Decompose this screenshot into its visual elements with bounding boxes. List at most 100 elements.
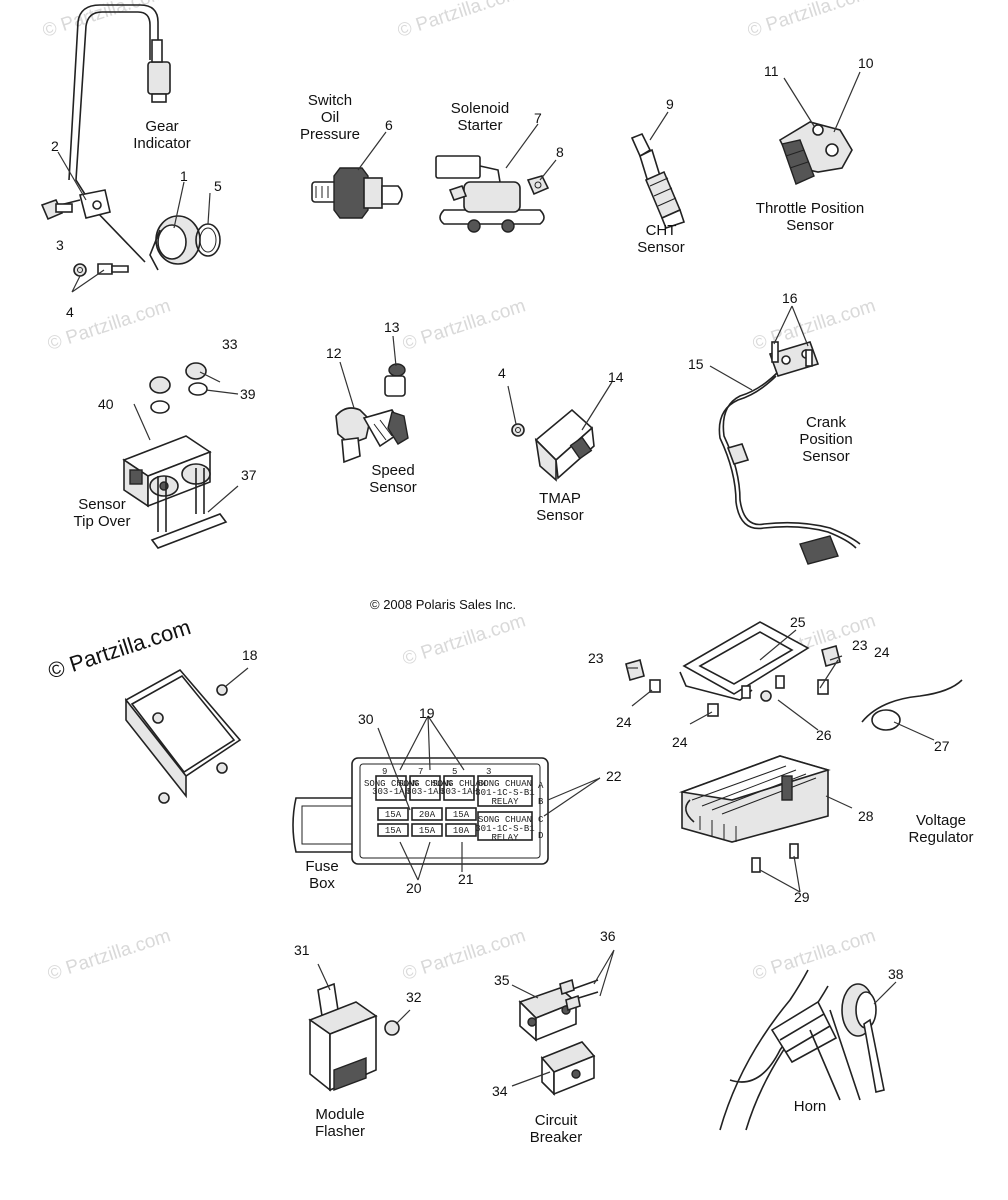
fusebox-row-letter: A (538, 781, 544, 791)
callout-30: 30 (358, 711, 374, 727)
label-speed-sensor: Speed Sensor (369, 462, 417, 496)
callout-10: 10 (858, 55, 874, 71)
callout-6: 6 (385, 117, 393, 133)
relay-text: 303-1AH (440, 787, 478, 797)
voltage-regulator-bracket-part (625, 621, 963, 731)
leader-lines (57, 71, 935, 1087)
relay-text: 303-1AH (372, 787, 410, 797)
callout-12: 12 (326, 345, 342, 361)
callout-1: 1 (180, 168, 188, 184)
relay-text: SONG CHUAN (432, 779, 486, 789)
callout-15: 15 (688, 356, 704, 372)
label-solenoid-starter: Solenoid Starter (450, 100, 510, 134)
callout-16: 16 (782, 290, 798, 306)
fusebox-column-number: 3 (486, 767, 491, 777)
cht-sensor-part (630, 132, 686, 229)
callout-36: 36 (600, 928, 616, 944)
label-module-flasher: Module Flasher (314, 1106, 366, 1140)
callout-4: 4 (498, 365, 506, 381)
callout-14: 14 (608, 369, 624, 385)
callout-23: 23 (852, 637, 868, 653)
callout-27: 27 (934, 738, 950, 754)
callout-31: 31 (294, 942, 310, 958)
voltage-regulator-part (678, 755, 831, 873)
label-sensor-tip-over: Sensor Tip Over (73, 496, 131, 530)
callout-3: 3 (56, 237, 64, 253)
tmap-sensor-part (511, 408, 595, 482)
fusebox-column-number: 9 (382, 767, 387, 777)
fuse-rating: 15A (385, 810, 402, 820)
callout-7: 7 (534, 110, 542, 126)
relay-text: SONG CHUAN (364, 779, 418, 789)
callout-40: 40 (98, 396, 114, 412)
fusebox-column-number: 5 (452, 767, 457, 777)
relay-text: 301-1C-S-B1 (475, 824, 534, 834)
relay-text: SONG CHUAN (478, 815, 532, 825)
callout-11: 11 (764, 63, 779, 79)
fuse-rating: 15A (453, 810, 470, 820)
copyright-notice: © 2008 Polaris Sales Inc. (370, 597, 517, 612)
label-horn: Horn (793, 1098, 827, 1115)
label-switch-oil-pressure: Switch Oil Pressure (299, 92, 361, 143)
relay-text: RELAY (491, 833, 519, 843)
callout-38: 38 (888, 966, 904, 982)
starter-solenoid-part (435, 155, 550, 233)
relay-text: RELAY (491, 797, 519, 807)
tip-over-sensor-part (122, 362, 228, 549)
throttle-position-sensor-part (778, 121, 853, 185)
label-throttle-position-sensor: Throttle Position Sensor (755, 200, 865, 234)
label-voltage-regulator: Voltage Regulator (908, 812, 974, 846)
callout-39: 39 (240, 386, 256, 402)
relay-text: 303-1AH (406, 787, 444, 797)
fusebox-column-number: 7 (418, 767, 423, 777)
callout-26: 26 (816, 727, 832, 743)
callout-20: 20 (406, 880, 422, 896)
module-flasher-part (308, 982, 400, 1092)
relay-text: SONG CHUAN (398, 779, 452, 789)
label-tmap-sensor: TMAP Sensor (536, 490, 584, 524)
label-gear-indicator: Gear Indicator (133, 118, 191, 152)
fuse-rating: 20A (419, 810, 436, 820)
callout-22: 22 (606, 768, 622, 784)
callout-24: 24 (616, 714, 632, 730)
fusebox-row-letter: D (538, 831, 543, 841)
callout-35: 35 (494, 972, 510, 988)
label-circuit-breaker: Circuit Breaker (529, 1112, 583, 1146)
fuse-rating: 15A (419, 826, 436, 836)
callout-18: 18 (242, 647, 258, 663)
fusebox-row-letter: C (538, 815, 544, 825)
label-crank-position-sensor: Crank Position Sensor (799, 414, 853, 465)
callout-8: 8 (556, 144, 564, 160)
callout-21: 21 (458, 871, 474, 887)
label-cht-sensor: CHT Sensor (637, 222, 685, 256)
callout-37: 37 (241, 467, 257, 483)
callout-19: 19 (419, 705, 435, 721)
callout-34: 34 (492, 1083, 508, 1099)
callout-9: 9 (666, 96, 674, 112)
callout-5: 5 (214, 178, 222, 194)
callout-2: 2 (51, 138, 59, 154)
callout-4: 4 (66, 304, 74, 320)
callout-23: 23 (588, 650, 604, 666)
crank-position-sensor-part (718, 341, 861, 565)
fusebox-row-letter: B (538, 797, 544, 807)
label-fuse-box: Fuse Box (305, 858, 339, 892)
fuse-box-part: SONG CHUAN 303-1AH SONG CHUAN 303-1AH SO… (292, 757, 549, 865)
callout-29: 29 (794, 889, 810, 905)
callout-13: 13 (384, 319, 400, 335)
callout-32: 32 (406, 989, 422, 1005)
oil-pressure-switch-part (311, 167, 403, 219)
callout-28: 28 (858, 808, 874, 824)
fuse-rating: 10A (453, 826, 470, 836)
circuit-breaker-part (518, 978, 599, 1096)
callout-24: 24 (874, 644, 890, 660)
speed-sensor-part (335, 363, 409, 464)
callout-25: 25 (790, 614, 806, 630)
ecu-module-part (124, 668, 242, 804)
callout-33: 33 (222, 336, 238, 352)
callout-24: 24 (672, 734, 688, 750)
relay-text: SONG CHUAN (478, 779, 532, 789)
horn-part (719, 969, 885, 1131)
